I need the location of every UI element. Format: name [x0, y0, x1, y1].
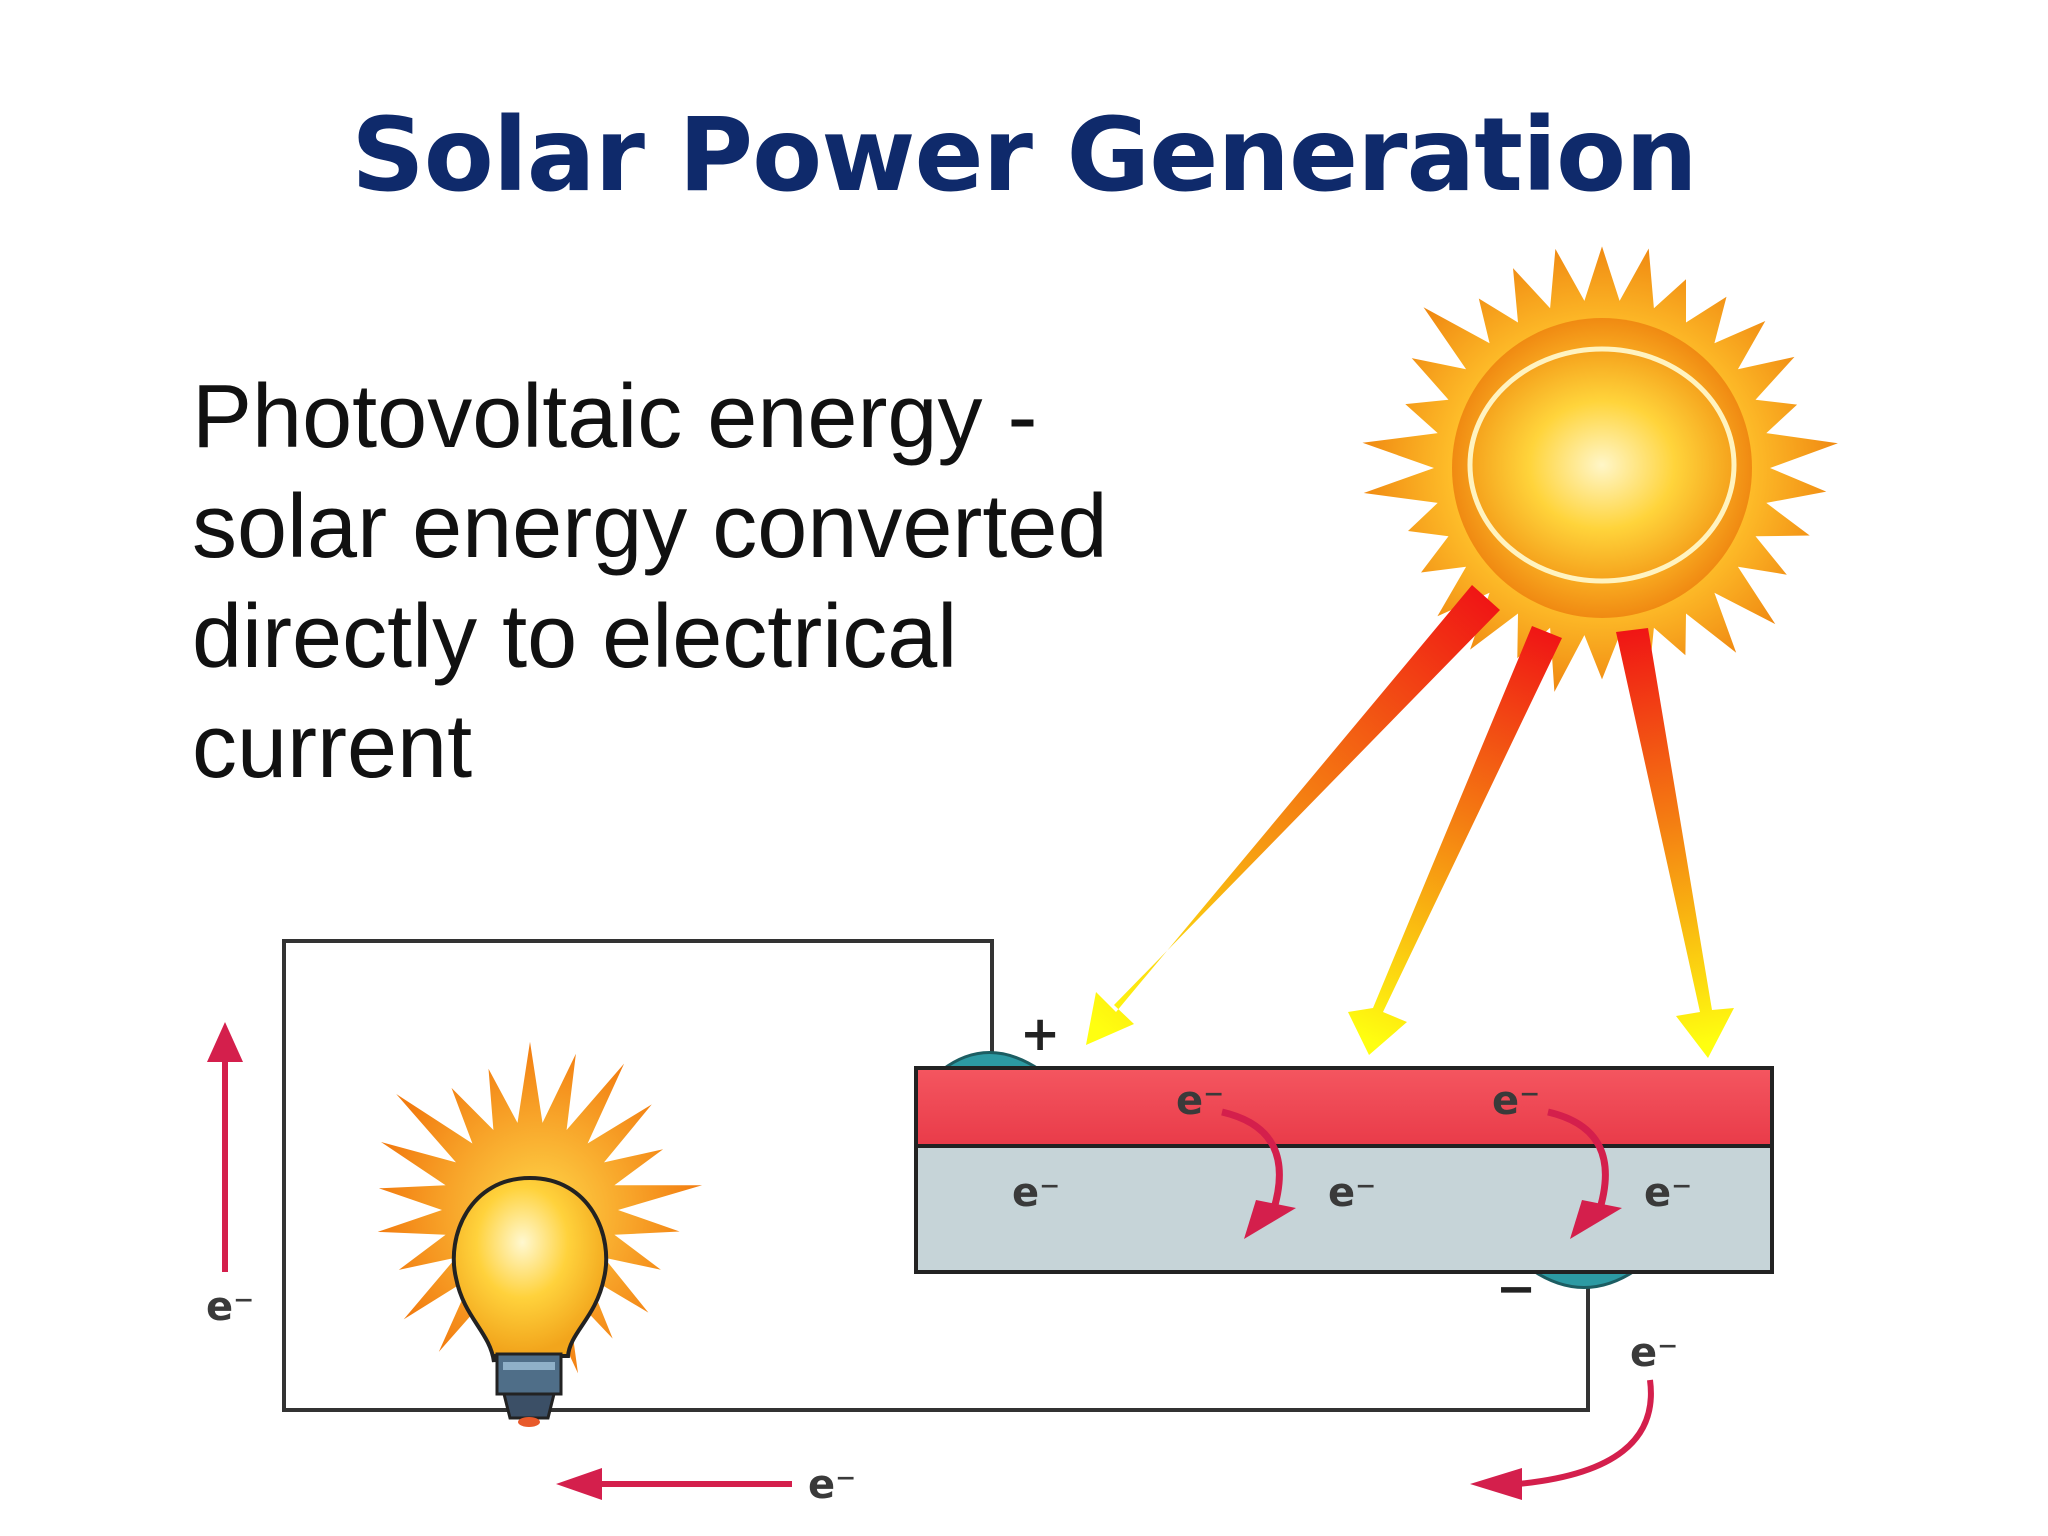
electron-flow-arrows — [1221, 1108, 1609, 1217]
solar-cell-bottom-layer — [914, 1144, 1774, 1274]
solar-cell-top-layer — [914, 1066, 1774, 1148]
circuit-electron-arrows — [207, 1022, 1654, 1500]
electron-label: e⁻ — [206, 1284, 254, 1330]
sun-icon — [1362, 246, 1838, 692]
electron-label: e⁻ — [808, 1462, 856, 1508]
electron-labels: e⁻ e⁻ e⁻ e⁻ e⁻ e⁻ e⁻ e⁻ — [206, 1078, 1692, 1508]
sunlight-beam-3 — [1616, 628, 1734, 1058]
sunlight-beams — [1086, 585, 1734, 1058]
sunlight-beam-2 — [1348, 626, 1562, 1055]
body-line-4: current — [192, 697, 473, 797]
body-line-2: solar energy converted — [192, 477, 1108, 577]
electron-label: e⁻ — [1644, 1170, 1692, 1216]
body-line-1: Photovoltaic energy - — [192, 367, 1038, 467]
electron-label: e⁻ — [1328, 1170, 1376, 1216]
electron-label: e⁻ — [1176, 1078, 1224, 1124]
electron-arrowhead-2 — [1570, 1200, 1622, 1239]
body-line-3: directly to electrical — [192, 587, 958, 687]
electron-label: e⁻ — [1492, 1078, 1540, 1124]
light-bulb-icon — [377, 1041, 703, 1427]
circuit-wire — [282, 939, 1590, 1412]
negative-sign: − — [1496, 1261, 1536, 1317]
electron-arrowhead-1 — [1244, 1200, 1296, 1239]
electron-label: e⁻ — [1630, 1330, 1678, 1376]
sunlight-beam-1 — [1086, 585, 1500, 1045]
body-text: Photovoltaic energy - solar energy conve… — [192, 362, 1152, 802]
electron-label: e⁻ — [1012, 1170, 1060, 1216]
positive-sign: + — [1020, 1006, 1060, 1062]
page-title: Solar Power Generation — [351, 96, 1697, 215]
